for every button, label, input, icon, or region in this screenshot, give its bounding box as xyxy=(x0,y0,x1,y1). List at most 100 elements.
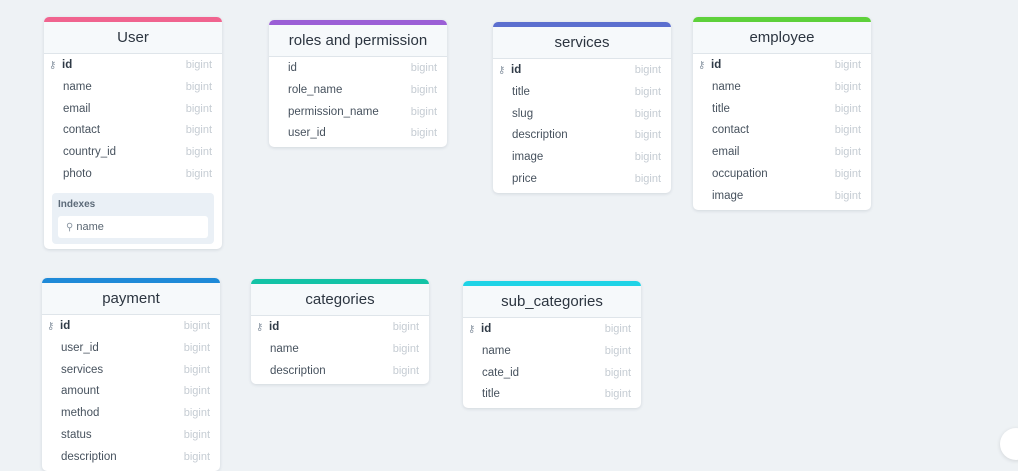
field-type: bigint xyxy=(392,364,419,377)
field-type: bigint xyxy=(604,344,631,357)
field-name: status xyxy=(61,428,92,441)
table-color-bar xyxy=(463,281,641,286)
pin-icon: ⚲ xyxy=(66,221,74,233)
table-title: sub_categories xyxy=(463,286,641,318)
field-row[interactable]: contact bigint xyxy=(44,120,222,142)
field-name: email xyxy=(63,102,91,115)
field-type: bigint xyxy=(834,59,861,71)
field-name: title xyxy=(712,102,730,115)
field-type: bigint xyxy=(634,172,661,185)
field-name: description xyxy=(512,129,568,142)
field-name: role_name xyxy=(288,83,343,96)
field-row[interactable]: ⚷ id bigint xyxy=(693,55,871,77)
key-icon: ⚷ xyxy=(47,321,55,332)
field-name: contact xyxy=(63,124,101,137)
field-type: bigint xyxy=(834,167,861,180)
table-color-bar xyxy=(42,278,220,283)
field-name: user_id xyxy=(61,341,99,354)
field-name: id xyxy=(711,59,722,71)
field-type: bigint xyxy=(634,85,661,98)
field-type: bigint xyxy=(410,105,437,118)
field-row[interactable]: user_id bigint xyxy=(42,338,220,360)
table-title: employee xyxy=(693,22,871,54)
field-type: bigint xyxy=(185,124,212,137)
table-color-bar xyxy=(269,20,447,25)
field-name: email xyxy=(712,146,740,159)
field-row[interactable]: title bigint xyxy=(493,82,671,104)
canvas-control-button[interactable] xyxy=(1000,428,1018,460)
field-name: slug xyxy=(512,107,534,120)
key-icon: ⚷ xyxy=(498,65,506,76)
field-row[interactable]: price bigint xyxy=(493,169,671,191)
field-row[interactable]: description bigint xyxy=(493,125,671,147)
table-title: roles and permission xyxy=(269,25,447,57)
field-name: services xyxy=(61,363,104,376)
table-color-bar xyxy=(493,22,671,27)
index-item[interactable]: ⚲name xyxy=(58,215,208,238)
field-name: name xyxy=(270,342,299,355)
field-name: image xyxy=(512,151,544,164)
field-name: id xyxy=(269,321,280,333)
field-type: bigint xyxy=(634,129,661,142)
field-name: id xyxy=(62,59,73,71)
field-type: bigint xyxy=(604,388,631,401)
field-name: price xyxy=(512,172,537,185)
field-type: bigint xyxy=(183,341,210,354)
key-icon: ⚷ xyxy=(698,60,706,71)
field-name: id xyxy=(288,62,297,74)
field-name: title xyxy=(512,85,530,98)
table-color-bar xyxy=(251,279,429,284)
field-type: bigint xyxy=(834,80,861,93)
field-type: bigint xyxy=(185,146,212,159)
field-type: bigint xyxy=(392,342,419,355)
field-name: method xyxy=(61,407,100,420)
indexes-section: Indexes ⚲name xyxy=(52,192,214,244)
field-row[interactable]: id bigint xyxy=(269,58,447,80)
field-type: bigint xyxy=(604,366,631,379)
field-type: bigint xyxy=(410,62,437,74)
field-type: bigint xyxy=(185,59,212,71)
field-row[interactable]: name bigint xyxy=(251,339,429,361)
